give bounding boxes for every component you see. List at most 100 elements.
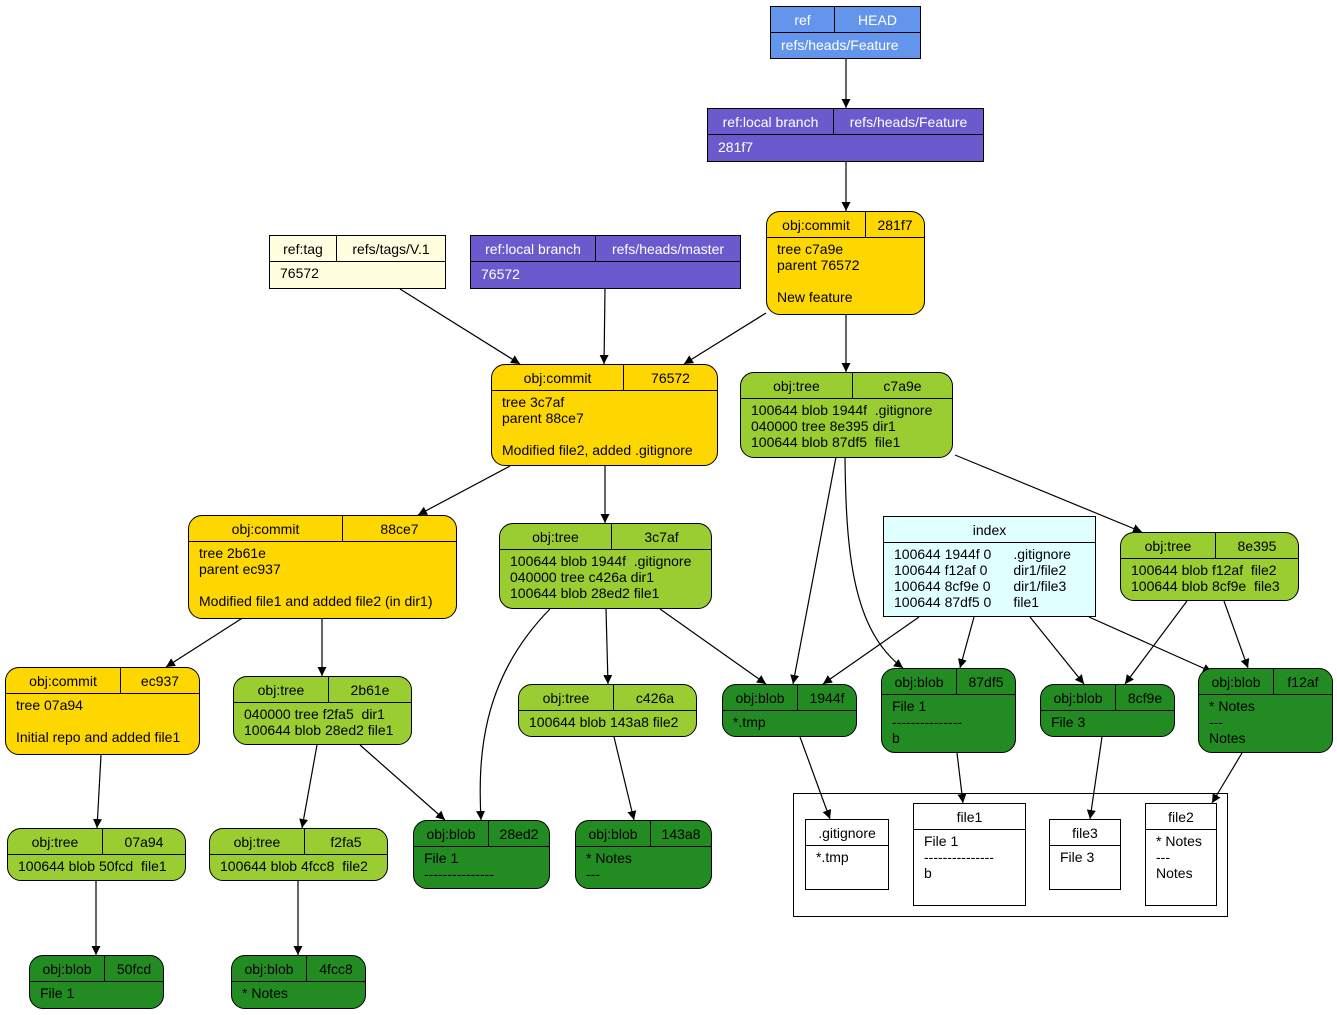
tree-f2fa5-node[interactable]: obj:tree f2fa5 100644 blob 4fcc8 file2 [209, 828, 388, 881]
edge-index-to-8cf9e [1029, 616, 1085, 685]
blob-28ed2-node[interactable]: obj:blob 28ed2 File 1 --------------- [413, 820, 550, 889]
edge-master-to-76572 [599, 288, 609, 365]
node-body: *.tmp [733, 714, 766, 730]
node-id-label: 3c7af [611, 524, 711, 549]
blob-50fcd-node[interactable]: obj:blob 50fcd File 1 [29, 955, 164, 1009]
edge-281f7-to-76572 [683, 312, 767, 365]
node-id-label: 8e395 [1215, 533, 1298, 558]
node-body: tree 07a94 Initial repo and added file1 [16, 697, 181, 745]
node-body: * Notes --- [586, 850, 632, 882]
node-id-label: 87df5 [956, 669, 1015, 694]
node-id-label: f2fa5 [304, 829, 387, 854]
node-body: 100644 blob 50fcd file1 [18, 858, 167, 874]
node-type-label: ref:local branch [485, 240, 581, 257]
blob-143a8-node[interactable]: obj:blob 143a8 * Notes --- [575, 820, 712, 889]
index-entries-column: 100644 1944f 0 100644 f12af 0 100644 8cf… [894, 546, 992, 610]
node-type-label: ref:tag [283, 240, 323, 257]
node-body: 100644 blob 4fcc8 file2 [220, 858, 368, 874]
edge-3c7af-to-c426a [603, 608, 613, 685]
node-type-label: obj:tree [257, 681, 305, 698]
index-body: 100644 1944f 0 100644 f12af 0 100644 8cf… [884, 543, 1095, 614]
node-id-label: 8cf9e [1115, 685, 1174, 710]
tree-3c7af-node[interactable]: obj:tree 3c7af 100644 blob 1944f .gitign… [499, 523, 712, 609]
edge-ec937-to-07a94 [92, 754, 102, 829]
node-id-label: HEAD [834, 7, 920, 32]
edge-c426a-to-143a8 [613, 736, 637, 821]
node-id-label: 4fcc8 [306, 956, 365, 981]
edge-87df5-to-file1 [956, 752, 967, 804]
node-type-label: obj:blob [42, 960, 92, 977]
blob-87df5-node[interactable]: obj:blob 87df5 File 1 --------------- b [881, 668, 1016, 753]
tree-8e395-node[interactable]: obj:tree 8e395 100644 blob f12af file2 1… [1120, 532, 1299, 601]
edge-index-to-1944f [822, 616, 920, 685]
node-body: File 1 --------------- b [892, 698, 962, 746]
file-contents: File 3 [1060, 849, 1095, 865]
edge-3c7af-to-1944f [659, 608, 767, 685]
tree-2b61e-node[interactable]: obj:tree 2b61e 040000 tree f2fa5 dir1 10… [233, 676, 412, 745]
file-gitignore-node[interactable]: .gitignore *.tmp [805, 819, 889, 890]
node-type-label: obj:tree [31, 833, 79, 850]
edge-f12af-to-file2 [1211, 752, 1243, 804]
commit-281f7-node[interactable]: obj:commit 281f7 tree c7a9e parent 76572… [766, 211, 925, 315]
node-type-label: ref:local branch [722, 113, 819, 130]
tag-v1-node[interactable]: ref:tag refs/tags/V.1 76572 [269, 235, 446, 289]
blob-4fcc8-node[interactable]: obj:blob 4fcc8 * Notes [231, 955, 366, 1009]
file-file3-node[interactable]: file3 File 3 [1049, 819, 1121, 890]
edge-index-to-f12af [1088, 616, 1213, 673]
node-body: * Notes --- Notes [1209, 698, 1255, 746]
master-branch-node[interactable]: ref:local branch refs/heads/master 76572 [470, 235, 741, 289]
edge-2b61e-to-28ed2 [359, 744, 446, 821]
node-body: tree 3c7af parent 88ce7 Modified file2, … [502, 394, 693, 458]
node-body: 76572 [280, 265, 319, 281]
node-id-label: 88ce7 [342, 516, 456, 541]
head-ref-node[interactable]: ref HEAD refs/heads/Feature [770, 6, 921, 59]
file-contents: *.tmp [816, 849, 849, 865]
node-body: File 1 --------------- [424, 850, 494, 882]
file-name-label: file1 [956, 808, 983, 825]
edge-index-to-87df5 [958, 616, 975, 669]
tree-c426a-node[interactable]: obj:tree c426a 100644 blob 143a8 file2 [518, 684, 697, 737]
file-file2-node[interactable]: file2 * Notes --- Notes [1145, 803, 1217, 906]
node-id-label: 281f7 [865, 212, 924, 237]
blob-f12af-node[interactable]: obj:blob f12af * Notes --- Notes [1198, 668, 1333, 753]
node-body: 76572 [481, 266, 520, 282]
file-name-label: .gitignore [818, 824, 876, 841]
blob-1944f-node[interactable]: obj:blob 1944f *.tmp [722, 684, 857, 737]
index-label: index [972, 521, 1007, 538]
node-body: refs/heads/Feature [781, 37, 899, 53]
commit-ec937-node[interactable]: obj:commit ec937 tree 07a94 Initial repo… [5, 667, 200, 755]
node-body: tree c7a9e parent 76572 New feature [777, 241, 860, 305]
node-id-label: ec937 [120, 668, 199, 693]
node-body: File 3 [1051, 714, 1086, 730]
edge-c7a9e-to-1944f [790, 456, 837, 685]
commit-88ce7-node[interactable]: obj:commit 88ce7 tree 2b61e parent ec937… [188, 515, 457, 619]
edge-8cf9e-to-file3 [1086, 736, 1103, 820]
node-id-label: 28ed2 [488, 821, 549, 846]
tree-c7a9e-node[interactable]: obj:tree c7a9e 100644 blob 1944f .gitign… [740, 372, 953, 458]
edge-8e395-to-8cf9e [1124, 600, 1188, 685]
file-name-label: file2 [1168, 808, 1194, 825]
node-id-label: f12af [1273, 669, 1332, 694]
commit-76572-node[interactable]: obj:commit 76572 tree 3c7af parent 88ce7… [491, 364, 718, 466]
tree-07a94-node[interactable]: obj:tree 07a94 100644 blob 50fcd file1 [7, 828, 186, 881]
node-id-label: 50fcd [104, 956, 163, 981]
node-body: 100644 blob 1944f .gitignore 040000 tree… [751, 402, 933, 450]
node-id-label: 143a8 [650, 821, 711, 846]
node-type-label: obj:tree [773, 377, 820, 394]
index-node[interactable]: index 100644 1944f 0 100644 f12af 0 1006… [883, 516, 1096, 617]
feature-branch-node[interactable]: ref:local branch refs/heads/Feature 281f… [707, 108, 984, 162]
blob-8cf9e-node[interactable]: obj:blob 8cf9e File 3 [1040, 684, 1175, 737]
node-type-label: obj:blob [735, 689, 785, 706]
node-id-label: c7a9e [852, 373, 952, 398]
node-type-label: ref [794, 11, 811, 28]
node-body: tree 2b61e parent ec937 Modified file1 a… [199, 545, 433, 609]
node-id-label: 76572 [623, 365, 717, 390]
node-id-label: 07a94 [102, 829, 185, 854]
edge-1944f-to-gitignore [799, 736, 832, 820]
index-paths-column: .gitignore dir1/file2 dir1/file3 file1 [1013, 546, 1071, 610]
file-file1-node[interactable]: file1 File 1 --------------- b [913, 803, 1026, 906]
node-type-label: obj:blob [588, 825, 638, 842]
edge-3c7af-to-28ed2 [476, 608, 551, 821]
